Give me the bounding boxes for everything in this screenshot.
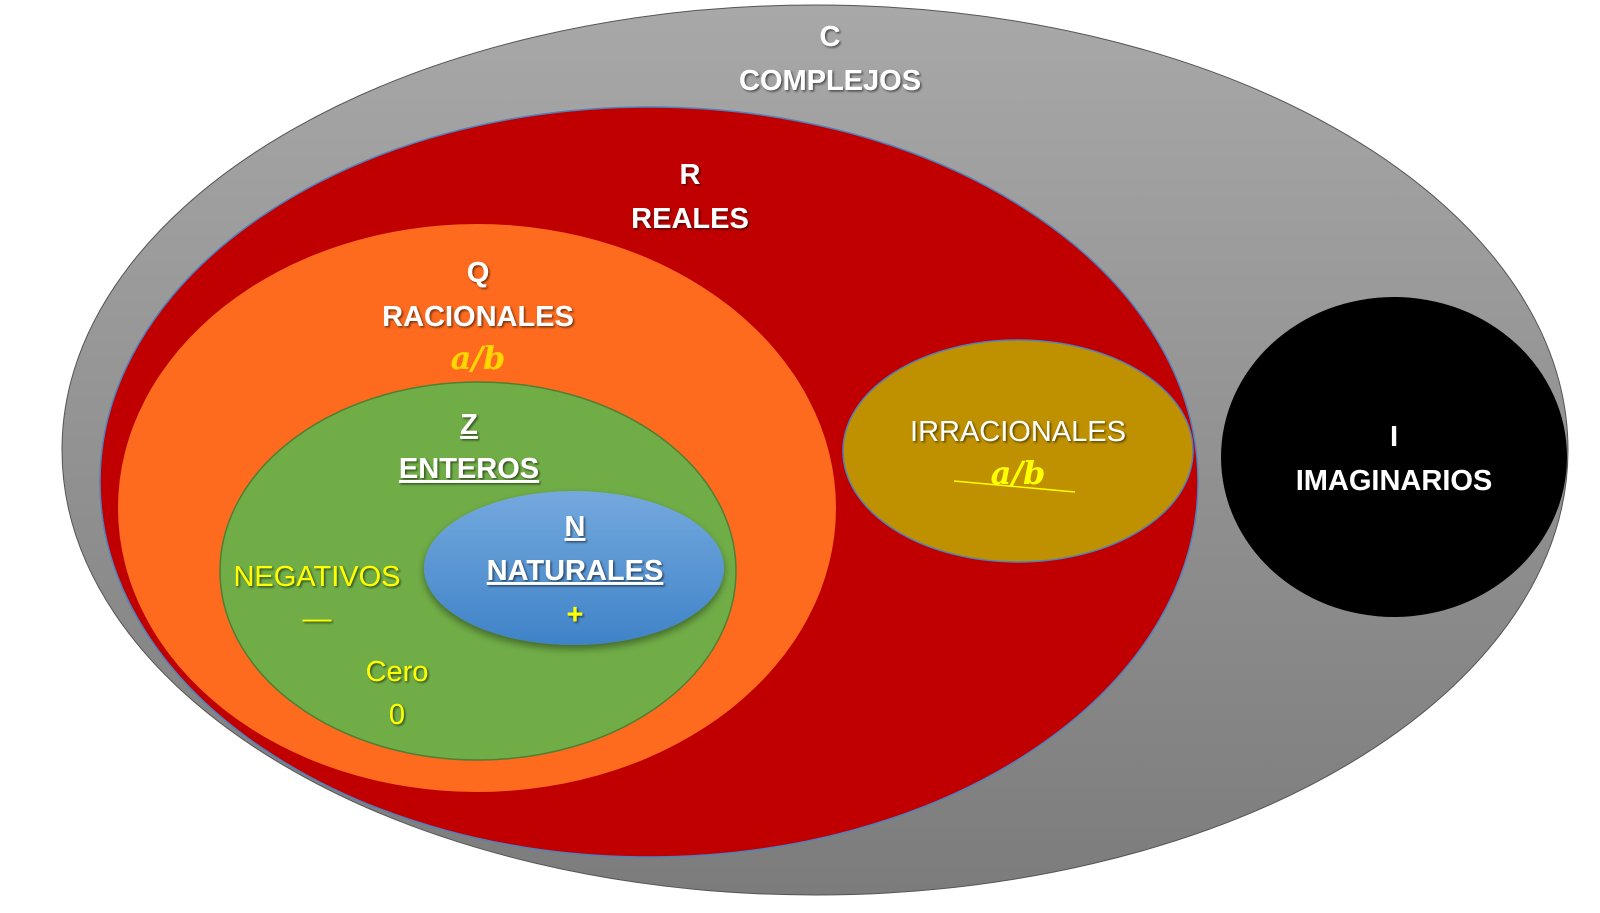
enteros-symbol: Z <box>460 409 478 441</box>
reales-symbol: R <box>680 159 701 191</box>
imaginarios-name: IMAGINARIOS <box>1296 465 1493 497</box>
naturales-symbol: N <box>565 511 586 543</box>
irracionales-set <box>842 339 1194 563</box>
negativos-name: NEGATIVOS <box>233 561 400 593</box>
cero-name: Cero <box>366 656 429 688</box>
complejos-symbol: C <box>820 21 841 53</box>
irracionales-name: IRRACIONALES <box>910 416 1126 448</box>
negativos-sign: — <box>303 603 332 635</box>
strike-through-line <box>953 480 1076 493</box>
reales-name: REALES <box>631 203 749 235</box>
enteros-name: ENTEROS <box>399 453 539 485</box>
cero-value: 0 <box>389 699 405 731</box>
racionales-formula: a/b <box>451 339 506 377</box>
racionales-symbol: Q <box>467 257 490 289</box>
naturales-sign: + <box>567 599 584 631</box>
naturales-name: NATURALES <box>487 555 664 587</box>
imaginarios-symbol: I <box>1390 421 1398 453</box>
complejos-name: COMPLEJOS <box>739 65 921 97</box>
racionales-name: RACIONALES <box>382 301 574 333</box>
naturales-set <box>424 491 724 645</box>
imaginarios-set <box>1221 297 1567 617</box>
